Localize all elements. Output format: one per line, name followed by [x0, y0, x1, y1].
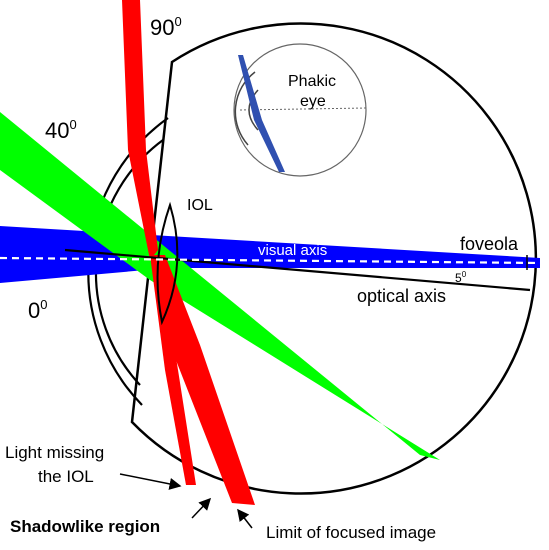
iol-lens: [156, 201, 179, 326]
label-90-degree: 900: [150, 14, 182, 40]
arrow-shadowlike: [191, 497, 212, 519]
label-5-degree: 50: [455, 270, 467, 285]
arrow-limit-focused: [237, 508, 253, 529]
label-limit-focused-image: Limit of focused image: [266, 523, 436, 542]
label-inset-line1: Phakic: [288, 73, 336, 90]
inset-axis: [239, 107, 367, 111]
label-visual-axis: visual axis: [258, 242, 327, 259]
label-shadowlike-region: Shadowlike region: [10, 517, 160, 536]
label-optical-axis: optical axis: [357, 286, 446, 306]
label-0-degree: 00: [28, 297, 47, 323]
phakic-eye-inset: [233, 43, 367, 177]
arrow-light-missing: [119, 473, 182, 490]
label-inset-line2: eye: [300, 93, 326, 110]
label-light-missing-line2: the IOL: [38, 467, 94, 486]
ray-90-degree-lower-thin: [150, 255, 196, 485]
visual-axis-line: [0, 256, 541, 265]
optical-axis-line: [64, 248, 531, 292]
ray-90-degree-upper: [122, 0, 158, 260]
label-40-degree: 400: [45, 117, 77, 143]
label-foveola: foveola: [460, 234, 519, 254]
label-iol: IOL: [187, 197, 213, 214]
label-light-missing-line1: Light missing: [5, 443, 104, 462]
inset-ray: [238, 55, 285, 172]
ray-90-degree-lower-main: [150, 255, 255, 505]
